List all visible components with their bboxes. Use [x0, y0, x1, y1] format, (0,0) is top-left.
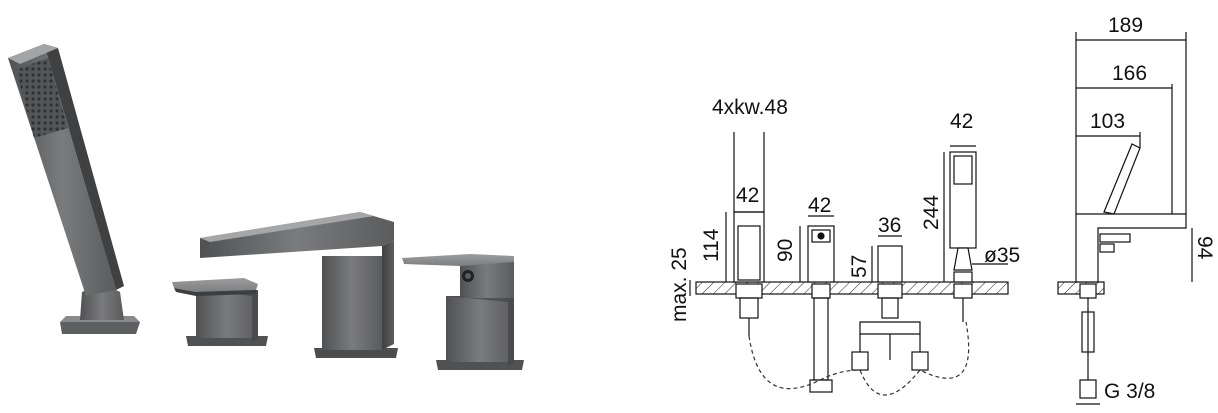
label-height-handshower: 244	[920, 195, 943, 230]
deck-plate	[695, 281, 1009, 295]
spout-illustration	[200, 212, 398, 358]
label-width-handshower: 42	[950, 110, 973, 133]
label-height-mixer: 114	[700, 228, 723, 262]
label-width-diverter: 36	[878, 214, 901, 237]
technical-drawing-front	[689, 132, 1009, 396]
label-diameter-handshower: ø35	[984, 244, 1020, 267]
hand-shower-body	[949, 151, 977, 322]
product-render	[8, 44, 524, 370]
technical-drawing-side	[1057, 32, 1193, 405]
hand-shower-illustration	[8, 44, 140, 334]
label-reach-spout: 166	[1112, 62, 1147, 85]
left-valve-illustration	[172, 278, 268, 346]
label-reach-total: 189	[1108, 14, 1143, 37]
label-spout-height: 94	[1193, 236, 1216, 260]
dimension-labels: 4xkw.48 42 42 36 42 114 90 57 244 max. 2…	[668, 14, 1216, 403]
label-height-valve: 90	[774, 239, 797, 262]
label-width-mixer: 42	[736, 184, 759, 207]
hose-lines	[748, 321, 970, 396]
label-connection: G 3/8	[1104, 380, 1155, 403]
valve-body	[807, 225, 835, 393]
diverter-body	[851, 245, 929, 371]
label-deck-max: max. 25	[668, 247, 691, 322]
label-reach-handle: 103	[1090, 110, 1125, 133]
label-holes: 4xkw.48	[712, 96, 788, 119]
right-valve-illustration	[402, 254, 524, 370]
mixer-body	[733, 211, 765, 336]
label-width-valve: 42	[808, 194, 831, 217]
label-height-diverter: 57	[848, 255, 871, 278]
